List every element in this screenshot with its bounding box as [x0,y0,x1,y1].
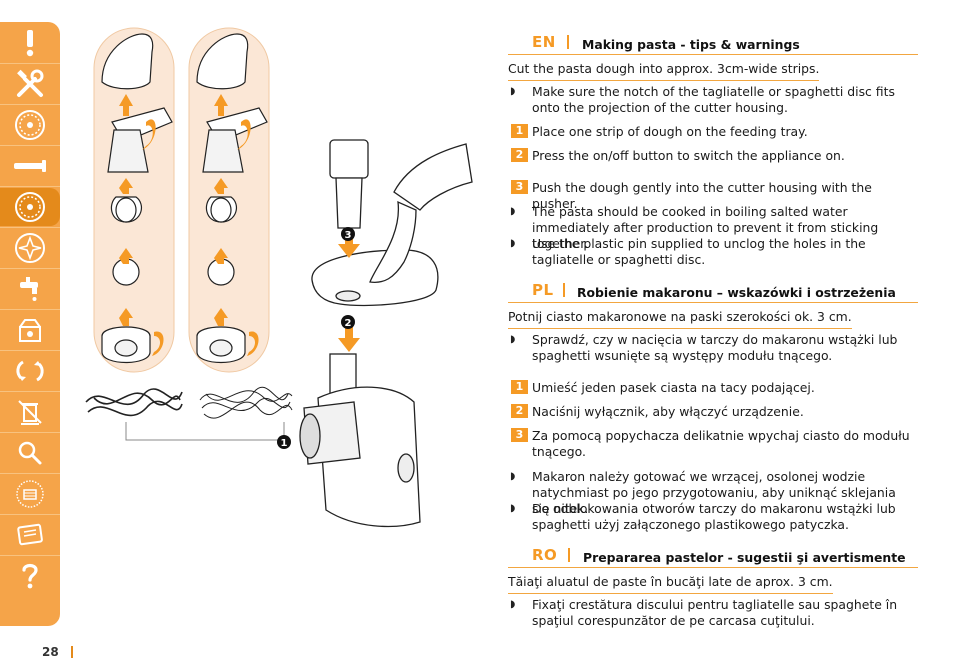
tap-icon[interactable] [0,270,60,308]
disc-icon[interactable] [0,106,60,144]
lang-bar [563,283,565,297]
item-text: Umieść jeden pasek ciasta na tacy podają… [532,380,815,395]
bullet-icon: ◗ [510,206,516,217]
intro-en: Cut the pasta dough into approx. 3cm-wid… [508,61,820,81]
chapter-sidebar [0,22,60,626]
lang-code-pl: PL [532,281,554,299]
item-text: Za pomocą popychacza delikatnie wpychaj … [532,428,910,459]
step-number: 2 [511,404,528,418]
bullet-icon: ◗ [510,334,516,345]
item-text: Use the plastic pin supplied to unclog t… [532,236,866,267]
question-icon[interactable] [0,557,60,595]
item-text: Do odblokowania otworów tarczy do makaro… [532,501,896,532]
bullet-icon: ◗ [510,471,516,482]
hand-with-dough [369,143,473,284]
item-text: Makaron należy gotować we wrzącej, osolo… [532,469,896,516]
page-number-bar [71,646,73,658]
intro-ro: Tăiaţi aluatul de paste în bucăţi late d… [508,574,833,594]
item-text: Sprawdź, czy w nacięcia w tarczy do maka… [532,332,898,363]
step-number: 3 [511,180,528,194]
bullet-icon: ◗ [510,599,516,610]
seal-icon[interactable] [0,475,60,513]
bullet-icon: ◗ [510,503,516,514]
section-heading-pl: PL Robienie makaronu – wskazówki i ostrz… [508,280,918,303]
step-number: 1 [511,124,528,138]
item-text: Press the on/off button to switch the ap… [532,148,845,163]
item-text: Fixaţi crestătura discului pentru taglia… [532,597,898,628]
exclamation-icon[interactable] [0,24,60,62]
lang-code-ro: RO [532,546,558,564]
flower-disc-icon[interactable] [0,229,60,267]
lang-code-en: EN [532,33,556,51]
svg-text:2: 2 [345,318,352,329]
certificate-icon[interactable] [0,516,60,554]
panel-1-parts [101,33,173,363]
item-text: The pasta should be cooked in boiling sa… [532,204,879,251]
step-number: 2 [511,148,528,162]
item-text: Naciśnij wyłącznik, aby włączyć urządzen… [532,404,804,419]
item-text: Place one strip of dough on the feeding … [532,124,808,139]
page-number: 28 [42,645,59,659]
section-title-pl: Robienie makaronu – wskazówki i ostrzeże… [577,285,896,300]
pusher-icon[interactable] [0,147,60,185]
callout-2: 2 [341,315,355,329]
svg-text:3: 3 [345,230,352,241]
bullet-icon: ◗ [510,238,516,249]
callout-1: 1 [277,435,291,449]
tools-icon[interactable] [0,65,60,103]
step-number: 3 [511,428,528,442]
box-icon[interactable] [0,311,60,349]
section-heading-en: EN Making pasta - tips & warnings [508,32,918,55]
feed-arrows [338,234,360,352]
panel-1-arrows [119,94,164,356]
spaghetti-pile [199,386,293,419]
item-text: Push the dough gently into the cutter ho… [532,180,872,211]
panel-2-parts [196,33,268,363]
mincer-appliance [299,353,421,528]
pusher [329,139,369,229]
section-title-ro: Prepararea pastelor - sugestii şi averti… [583,550,906,565]
search-icon[interactable] [0,434,60,472]
section-title-en: Making pasta - tips & warnings [582,37,800,52]
bullet-icon: ◗ [510,86,516,97]
recycle-icon[interactable] [0,352,60,390]
section-heading-ro: RO Prepararea pastelor - sugestii şi ave… [508,545,918,568]
step-number: 1 [511,380,528,394]
disc-icon-active[interactable] [0,188,60,226]
lang-bar [567,35,569,49]
pasta-making-illustration: 3 2 1 [85,27,473,528]
intro-pl: Potnij ciasto makaronowe na paski szerok… [508,309,852,329]
bin-icon[interactable] [0,393,60,431]
svg-text:1: 1 [281,438,288,449]
lang-bar [568,548,570,562]
tagliatelle-pile [85,388,183,417]
callout-3: 3 [341,227,355,241]
panel-2-arrows [214,94,259,356]
item-text: Make sure the notch of the tagliatelle o… [532,84,895,115]
